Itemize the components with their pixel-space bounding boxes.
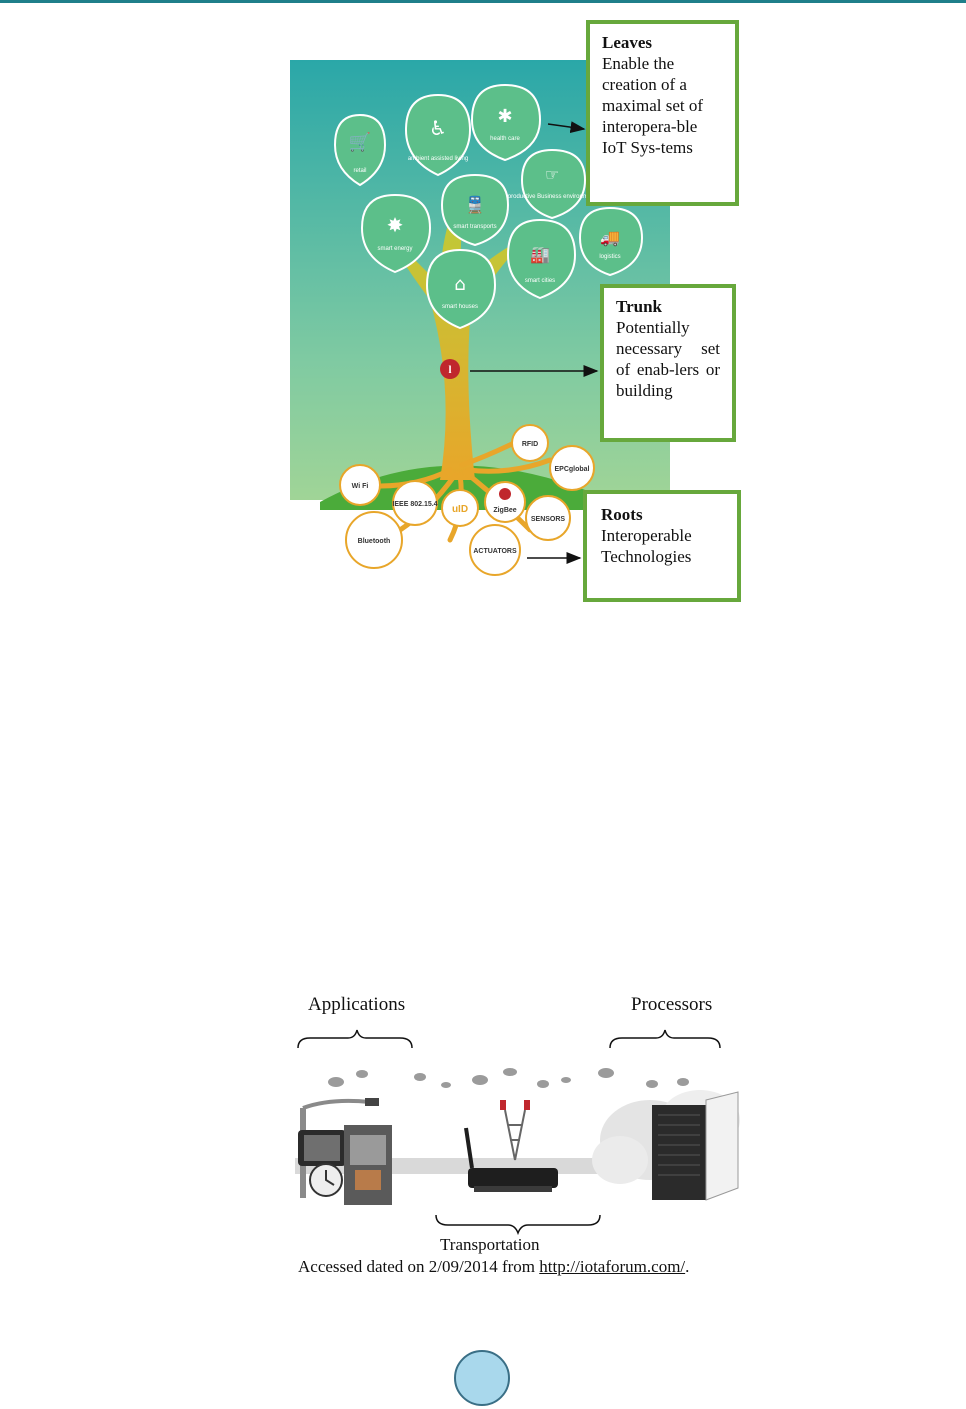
transportation-brace bbox=[435, 1214, 601, 1236]
leaf-ambient-assisted-living: ♿ ambient assisted living bbox=[404, 93, 472, 177]
transportation-label: Transportation bbox=[440, 1235, 540, 1254]
svg-text:retail: retail bbox=[353, 168, 366, 174]
root-bluetooth: Bluetooth bbox=[345, 511, 403, 569]
caption-text: Accessed dated on 2/09/2014 from bbox=[298, 1257, 540, 1276]
root-rfid: RFID bbox=[511, 424, 549, 462]
leaf-logistics: 🚚 logistics bbox=[578, 206, 644, 277]
leaf-health-care: ✱ health care bbox=[470, 83, 542, 162]
leaf-smart-cities: 🏭 smart cities bbox=[506, 218, 577, 300]
transportation-devices bbox=[464, 1100, 558, 1192]
svg-text:smart energy: smart energy bbox=[377, 246, 412, 252]
figure-caption: Accessed dated on 2/09/2014 from http://… bbox=[298, 1257, 689, 1277]
page-number-badge bbox=[454, 1350, 510, 1406]
trunk-title: Trunk bbox=[616, 297, 662, 316]
root-actuators: ACTUATORS bbox=[469, 524, 521, 576]
svg-text:⌂: ⌂ bbox=[454, 274, 465, 295]
applications-devices bbox=[298, 1098, 392, 1205]
svg-text:IEEE 802.15.4: IEEE 802.15.4 bbox=[392, 501, 437, 508]
roots-text: Interoperable Technologies bbox=[601, 526, 692, 566]
root-sensors: SENSORS bbox=[525, 495, 571, 541]
svg-text:ACTUATORS: ACTUATORS bbox=[473, 548, 517, 555]
processors-label: Processors bbox=[631, 994, 713, 1015]
svg-text:Wi Fi: Wi Fi bbox=[352, 483, 369, 490]
svg-text:health care: health care bbox=[490, 136, 520, 142]
leaves-callout: Leaves Enable the creation of a maximal … bbox=[586, 20, 739, 206]
root-zigbee: ZigBee bbox=[484, 481, 526, 523]
leaf-productive-business: ☞ productive Business environment bbox=[508, 148, 597, 220]
iot-network-illustration bbox=[295, 1029, 740, 1236]
svg-text:🛒: 🛒 bbox=[349, 131, 371, 153]
root-uid: uID bbox=[441, 489, 479, 527]
svg-text:✸: ✸ bbox=[387, 213, 404, 237]
leaves-title: Leaves bbox=[602, 33, 653, 52]
root-ieee: IEEE 802.15.4 bbox=[392, 480, 438, 526]
svg-text:smart cities: smart cities bbox=[525, 278, 555, 284]
leaves-text: Enable the creation of a maximal set of … bbox=[602, 54, 704, 157]
root-wifi: Wi Fi bbox=[339, 464, 381, 506]
caption-link[interactable]: http://iotaforum.com/ bbox=[539, 1257, 686, 1276]
trunk-callout: Trunk Potentially necessary set of enab-… bbox=[600, 284, 736, 442]
svg-text:Bluetooth: Bluetooth bbox=[358, 538, 391, 545]
leaf-smart-houses: ⌂ smart houses bbox=[425, 248, 497, 330]
roots-callout: Roots Interoperable Technologies bbox=[583, 490, 741, 602]
trunk-text: Potentially necessary set of enab-lers o… bbox=[616, 318, 720, 400]
svg-text:smart transports: smart transports bbox=[453, 224, 496, 230]
svg-text:RFID: RFID bbox=[522, 441, 538, 448]
svg-text:EPCglobal: EPCglobal bbox=[554, 466, 589, 473]
applications-label: Applications bbox=[308, 994, 406, 1015]
leaf-smart-energy: ✸ smart energy bbox=[360, 193, 432, 274]
svg-text:logistics: logistics bbox=[599, 254, 620, 260]
processors-brace bbox=[609, 1029, 721, 1049]
svg-text:♿: ♿ bbox=[429, 116, 447, 140]
processors-devices bbox=[592, 1090, 740, 1201]
svg-text:smart houses: smart houses bbox=[442, 304, 478, 310]
svg-text:🚚: 🚚 bbox=[600, 228, 620, 247]
iot-logo-icon bbox=[440, 359, 460, 379]
svg-text:uID: uID bbox=[452, 504, 468, 515]
svg-text:productive Business environmen: productive Business environment bbox=[508, 194, 597, 200]
svg-text:l: l bbox=[448, 364, 451, 376]
svg-text:ZigBee: ZigBee bbox=[493, 507, 516, 514]
caption-end: . bbox=[685, 1257, 690, 1276]
leaf-retail: 🛒 retail bbox=[333, 113, 387, 187]
svg-text:SENSORS: SENSORS bbox=[531, 516, 566, 523]
svg-text:ambient assisted living: ambient assisted living bbox=[408, 156, 468, 162]
leaf-smart-transports: 🚆 smart transports bbox=[440, 173, 510, 247]
sensor-dots bbox=[328, 1068, 689, 1088]
header-rule bbox=[0, 0, 966, 3]
svg-text:🚆: 🚆 bbox=[465, 195, 485, 214]
svg-text:🏭: 🏭 bbox=[530, 245, 550, 264]
svg-text:☞: ☞ bbox=[545, 165, 559, 184]
root-epcglobal: EPCglobal bbox=[549, 445, 595, 491]
roots-title: Roots bbox=[601, 505, 643, 524]
svg-text:✱: ✱ bbox=[497, 106, 512, 127]
applications-brace bbox=[297, 1029, 413, 1049]
